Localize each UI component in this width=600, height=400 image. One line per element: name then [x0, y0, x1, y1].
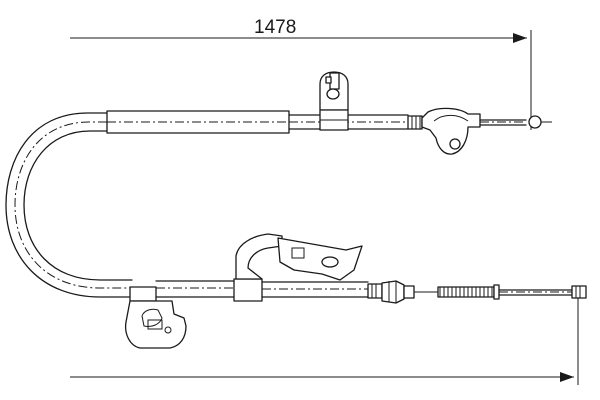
- lower-cable-end: [498, 285, 587, 299]
- upper-mounting-bracket: [319, 71, 349, 131]
- lower-hook-bracket: [233, 233, 363, 302]
- upper-ferrule: [407, 115, 423, 130]
- lower-spring: [437, 284, 500, 300]
- lower-left-bracket: [124, 286, 187, 349]
- lower-sheath-center: [261, 281, 369, 298]
- dimension-line-top: [70, 30, 532, 130]
- upper-cable-end: [479, 115, 552, 129]
- dimension-label: 1478: [254, 17, 296, 38]
- upper-protective-tube: [106, 110, 290, 134]
- dimension-line-bottom: [70, 295, 579, 385]
- upper-end-fitting: [421, 107, 481, 155]
- lower-sheath: [155, 280, 235, 298]
- lower-adjuster-fitting: [367, 280, 438, 304]
- cable-sheath-loop: [5, 112, 133, 298]
